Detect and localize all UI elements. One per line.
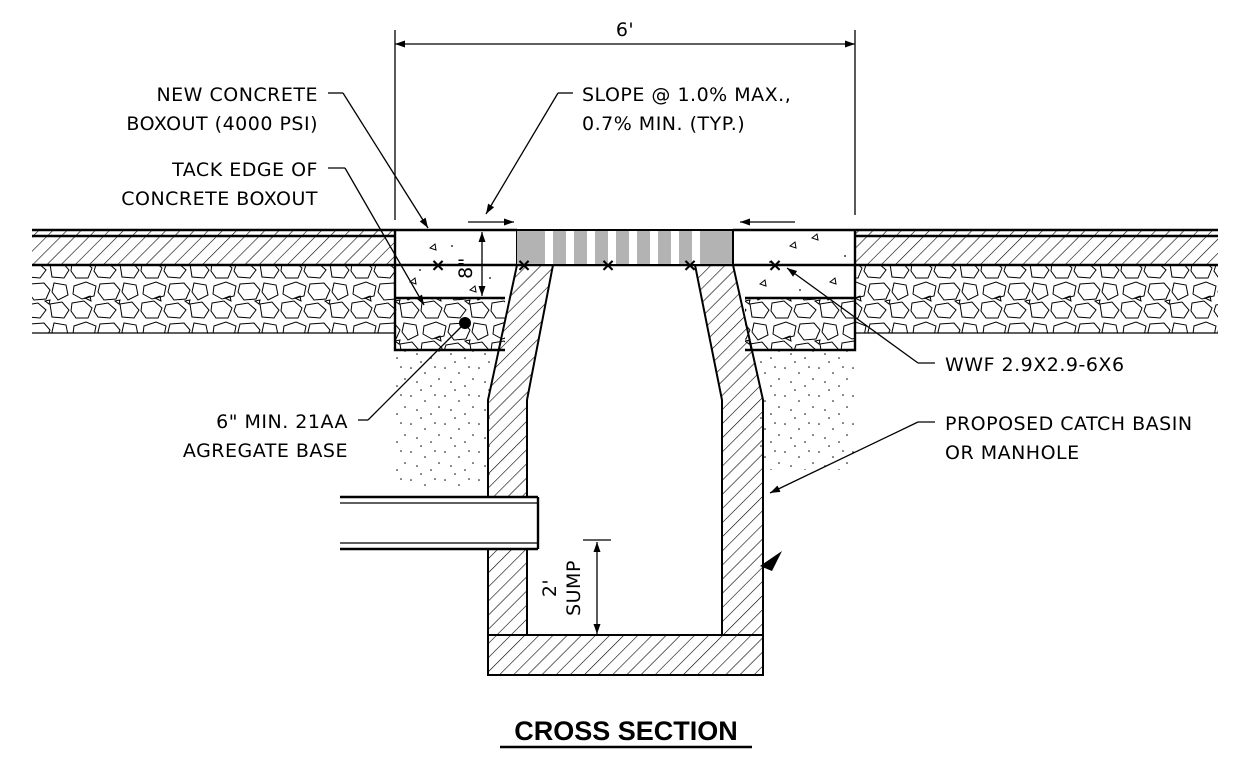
label-wwf: WWF 2.9X2.9-6X6 [945,354,1125,376]
label-tack-2: CONCRETE BOXOUT [121,188,318,210]
label-aggregate-1: 6" MIN. 21AA [216,411,348,433]
svg-text:×: × [682,255,697,276]
drawing-title: CROSS SECTION [514,716,738,746]
depth-dimension-label: 8" [455,257,477,279]
callout-tack [328,167,425,306]
aggregate-base [395,298,855,350]
concrete-boxout [393,228,857,352]
width-dimension-label: 6' [616,19,634,41]
label-slope-2: 0.7% MIN. (TYP.) [582,113,745,135]
svg-text:×: × [516,255,531,276]
label-boxout-2: BOXOUT (4000 PSI) [126,113,318,135]
callout-wwf [786,267,935,364]
label-sump: SUMP [563,560,585,616]
svg-text:×: × [767,255,782,276]
label-aggregate-2: AGREGATE BASE [183,440,348,462]
label-slope-1: SLOPE @ 1.0% MAX., [582,84,791,106]
grate-casting [516,229,734,266]
wall-mark [760,551,782,571]
svg-text:×: × [600,255,615,276]
label-sump-depth: 2' [539,579,561,597]
svg-text:×: × [430,255,445,276]
native-soil [395,350,855,490]
sump-dimension [583,539,611,634]
existing-pavement [32,228,1218,334]
callout-basin [769,421,935,494]
width-dimension [394,30,856,220]
label-boxout-1: NEW CONCRETE [156,84,318,106]
inlet-pipe [340,495,540,551]
label-basin-2: OR MANHOLE [945,442,1080,464]
callout-boxout [328,92,429,229]
label-basin-1: PROPOSED CATCH BASIN [945,413,1193,435]
label-tack-1: TACK EDGE OF [171,159,318,181]
catch-basin-structure [487,264,764,676]
wwf-marks: × × × × × [430,255,782,276]
callout-aggregate [358,317,471,421]
callout-slope [485,92,573,215]
